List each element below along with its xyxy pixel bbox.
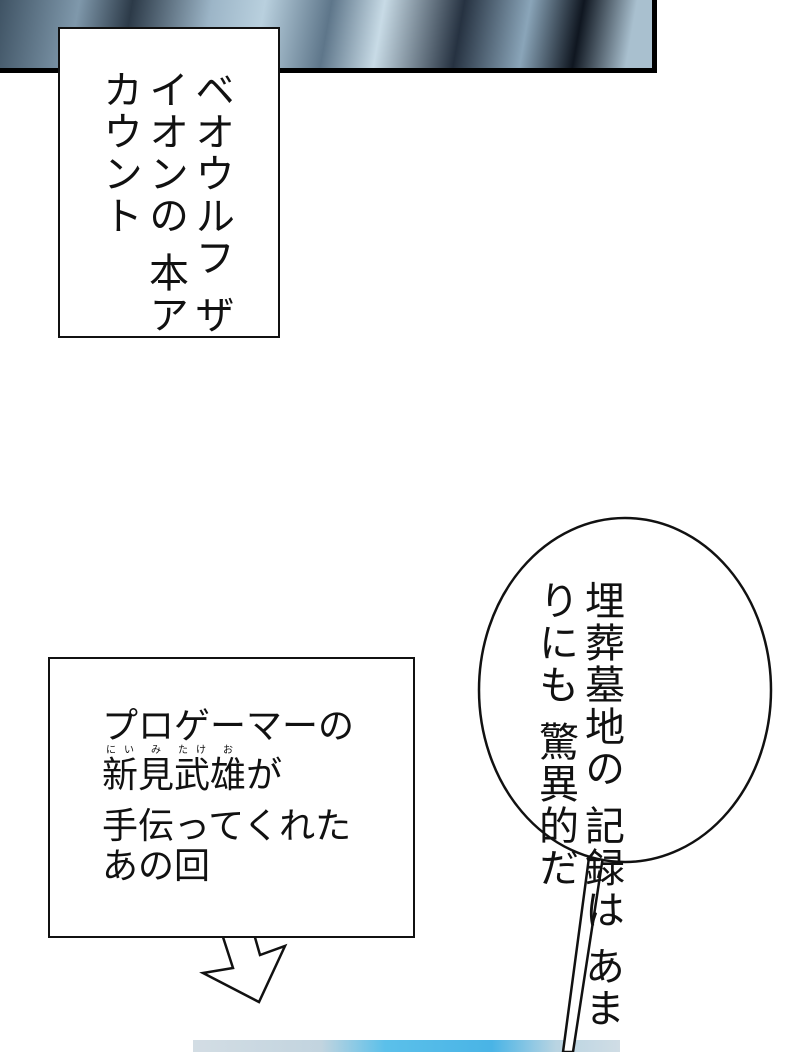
ruby-word: 見み <box>138 745 175 796</box>
caption-arrow <box>199 933 288 1004</box>
narration-column: 本アカウント <box>96 69 188 336</box>
ruby-word: 雄お <box>210 745 247 796</box>
narration-box-account: ベオウルフ ザイオンの 本アカウント <box>58 27 280 338</box>
speech-column: 驚異的だ <box>532 720 578 889</box>
narration-line: プロゲーマーの <box>102 706 355 747</box>
speech-balloon-text: 埋葬墓地の 記録は あまりにも 驚異的だ <box>532 580 624 1052</box>
narration-line: あの回 <box>102 846 211 887</box>
ruby-word: 新にい <box>102 745 139 796</box>
narration-line-ruby: 新にい見み武たけ雄おが <box>102 745 283 796</box>
speech-column: あまりにも <box>532 580 624 1030</box>
narration-column: ベオウルフ <box>188 69 234 279</box>
bottom-art-panel <box>193 1040 620 1052</box>
ruby-word: 武たけ <box>174 745 211 796</box>
speech-column: 埋葬墓地の <box>578 580 624 790</box>
narration-box-progamer: プロゲーマーの 新にい見み武たけ雄おが 手伝ってくれた あの回 <box>48 657 415 938</box>
narration-line: 手伝ってくれた <box>102 806 352 847</box>
speech-balloon <box>477 516 773 864</box>
narration-column: ザイオンの <box>142 69 234 336</box>
speech-column: 記録は <box>578 804 624 931</box>
